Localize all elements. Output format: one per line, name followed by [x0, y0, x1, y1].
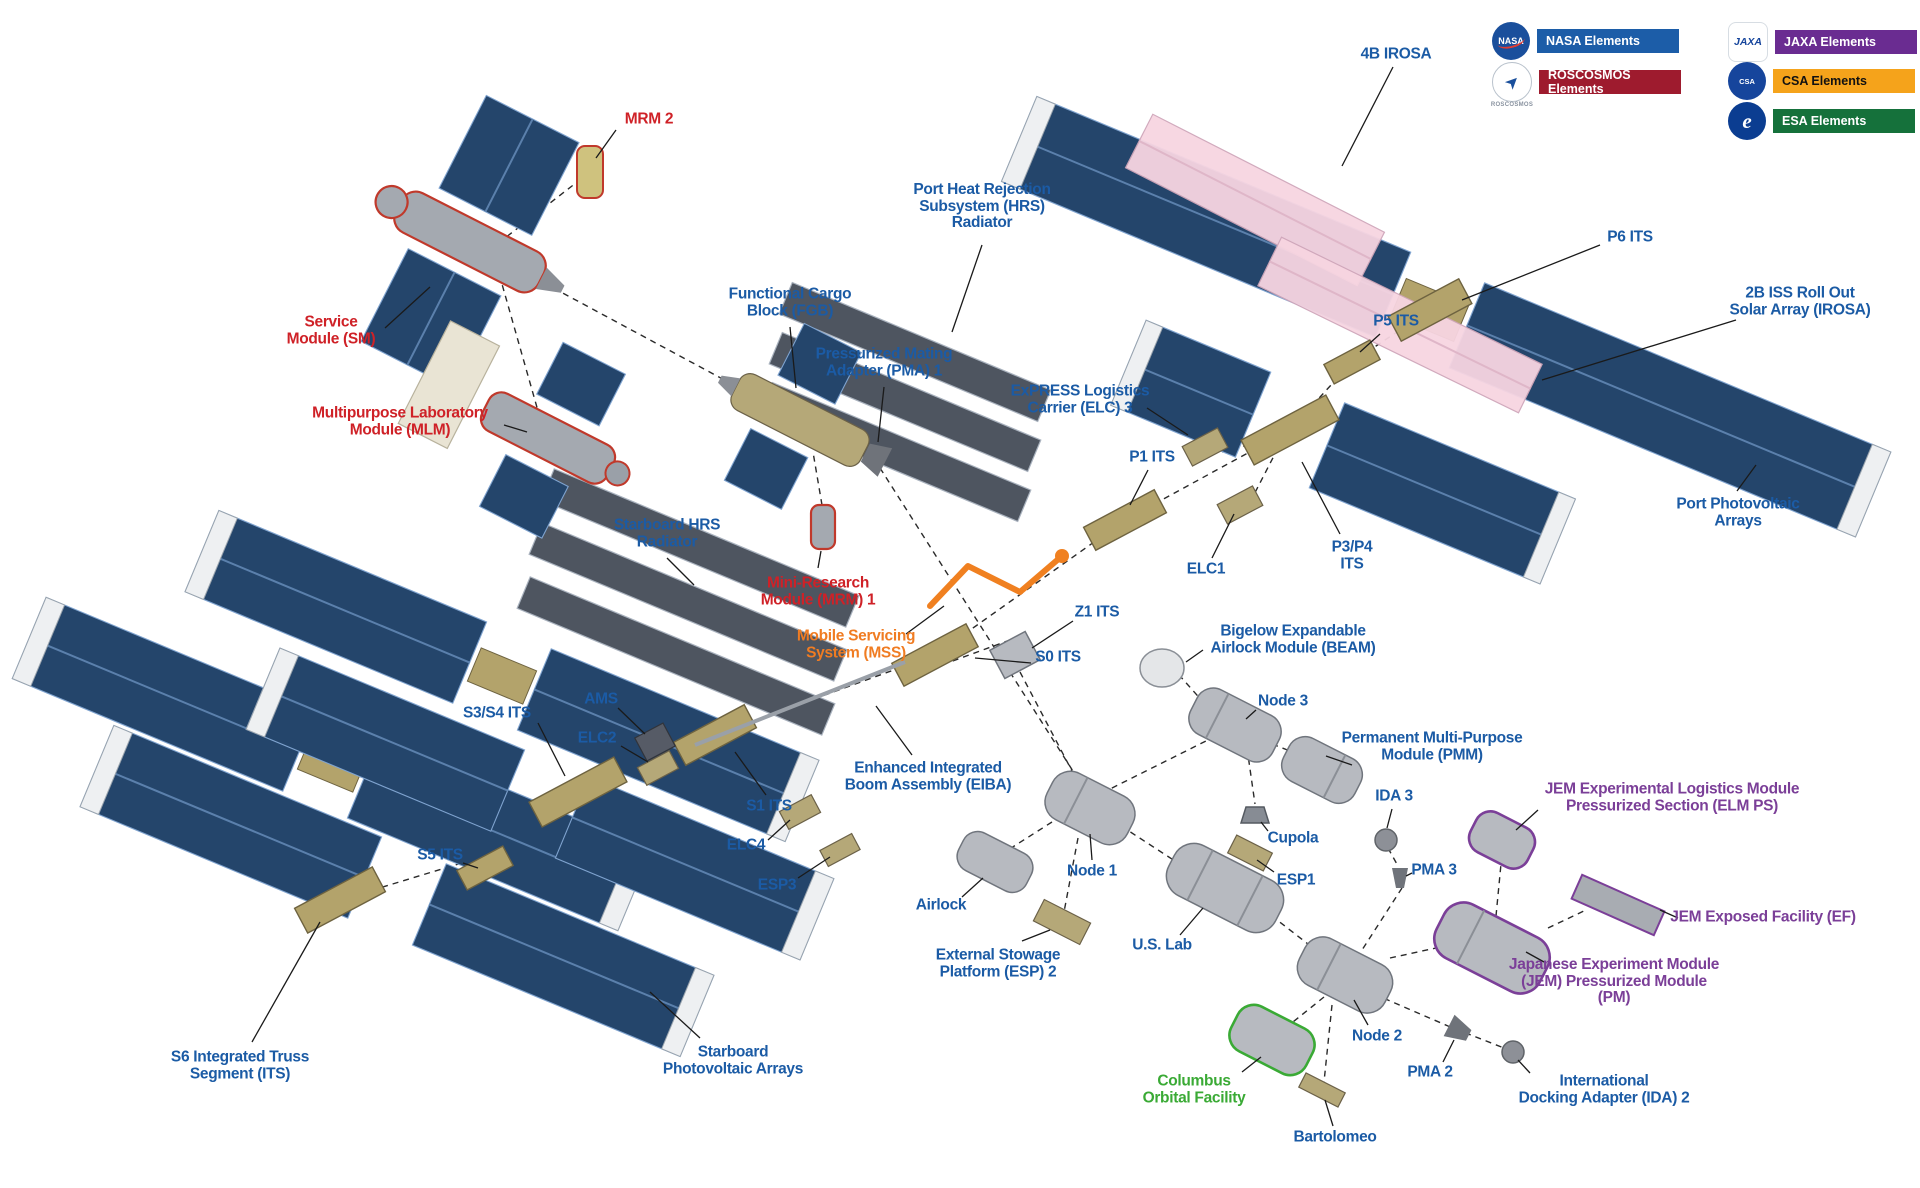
mrm1-module: [809, 503, 837, 551]
leader-line-esp2: [1021, 929, 1051, 942]
port-p4-solar-array: [1110, 319, 1577, 585]
leader-line-p3p4-its: [1301, 461, 1341, 535]
esp3-platform: [819, 832, 861, 868]
leader-line-stbd-pv: [649, 991, 701, 1039]
leader-line-s3s4-its: [537, 722, 566, 777]
leader-line-fgb: [789, 326, 797, 389]
leader-line-elc2: [620, 745, 649, 763]
label-leader-lines: [251, 66, 1757, 1127]
leader-line-mrm2: [595, 129, 617, 159]
leader-line-jem-pm: [1525, 951, 1545, 963]
ida2-adapter: [1501, 1040, 1525, 1064]
truss-s3s4: [528, 756, 628, 828]
cupola-module: [1239, 806, 1271, 824]
node2-module: [1296, 936, 1394, 1014]
elc2-carrier: [636, 749, 680, 787]
leader-line-z1-its: [1031, 620, 1074, 649]
leader-line-s5-its: [462, 862, 479, 869]
leader-line-irosa-4b: [1341, 66, 1394, 167]
truss-z1: [988, 630, 1042, 680]
leader-line-elc3: [1146, 407, 1189, 436]
mlm-module: [397, 320, 631, 539]
jem-elm-ps-module: [1467, 810, 1537, 870]
truss-p3p4: [1240, 394, 1340, 466]
pma1-adapter: [860, 443, 893, 477]
mss-robotic-arm: [927, 549, 1069, 609]
truss-s6: [293, 866, 387, 934]
leader-line-p1-its: [1129, 469, 1149, 506]
node3-module: [1188, 687, 1282, 763]
leader-line-esp3: [797, 856, 831, 879]
leader-line-mss: [905, 605, 945, 635]
leader-line-elc1: [1211, 513, 1235, 559]
leader-line-irosa-2b: [1541, 319, 1737, 381]
ida3-adapter: [1374, 828, 1398, 852]
fgb-module: [717, 322, 870, 511]
starboard-s4-lower-array: [245, 647, 835, 961]
leader-line-p6-its: [1461, 244, 1601, 301]
leader-line-elc4: [767, 819, 791, 841]
pma3-adapter: [1392, 868, 1408, 888]
leader-line-mlm: [503, 424, 528, 433]
elc3-carrier: [1181, 427, 1229, 467]
leader-line-service-module: [384, 286, 431, 329]
truss-p5: [1322, 339, 1382, 385]
truss-s0: [890, 622, 980, 688]
columbus-module: [1228, 1003, 1316, 1077]
leader-line-port-hrs: [951, 244, 983, 333]
leader-line-bartolomeo: [1324, 1099, 1334, 1127]
mrm2-module: [576, 145, 604, 199]
leader-line-jem-ef: [1659, 909, 1679, 919]
leader-line-pma2: [1442, 1039, 1455, 1063]
irosa-4b-array: [1124, 113, 1386, 287]
leader-line-esp1: [1256, 859, 1275, 873]
leader-line-p5-its: [1359, 333, 1381, 353]
leader-line-node3: [1245, 709, 1257, 720]
pmm-module: [1280, 735, 1364, 805]
leader-line-node2: [1353, 999, 1369, 1026]
leader-line-ida2: [1517, 1059, 1531, 1074]
jem-exposed-facility: [1570, 873, 1666, 937]
truss-s5: [455, 845, 515, 891]
pma2-adapter: [1443, 1014, 1472, 1041]
esp1-platform: [1226, 834, 1274, 872]
leader-line-pma3: [1405, 872, 1413, 877]
leader-line-ams: [617, 707, 646, 735]
leader-line-jem-elm-ps: [1515, 809, 1539, 831]
starboard-s6-lower-array: [79, 724, 715, 1058]
leader-line-s1-its: [734, 751, 767, 796]
leader-line-stbd-hrs: [666, 557, 695, 586]
leader-line-cupola: [1260, 821, 1269, 832]
leader-line-eiba: [875, 705, 913, 756]
leader-line-airlock: [961, 877, 984, 898]
leader-line-beam: [1185, 649, 1204, 663]
truss-p1: [1082, 488, 1168, 552]
leader-line-pmm: [1325, 755, 1353, 766]
node1-module: [1044, 770, 1136, 846]
leader-line-mrm1: [817, 550, 822, 569]
bartolomeo-platform: [1297, 1072, 1347, 1108]
ams-payload: [633, 722, 677, 762]
eiba-boom: [694, 660, 906, 747]
leader-line-s0-its: [974, 657, 1032, 664]
leader-line-port-pv: [1736, 464, 1757, 492]
leader-line-ida3: [1386, 808, 1393, 829]
starboard-hrs-radiator: [516, 468, 860, 736]
leader-line-s6-its: [251, 921, 321, 1043]
truss-p6: [1387, 277, 1473, 343]
beam-module: [1139, 648, 1185, 688]
esp2-platform: [1032, 898, 1092, 946]
leader-line-columbus: [1241, 1056, 1262, 1073]
jem-pm-module: [1432, 901, 1552, 995]
us-lab-module: [1165, 842, 1285, 934]
leader-line-node1: [1089, 833, 1093, 861]
leader-line-pma1: [877, 386, 885, 443]
leader-line-us-lab: [1179, 907, 1204, 936]
elc1-carrier: [1216, 485, 1264, 525]
airlock-module: [956, 830, 1034, 894]
